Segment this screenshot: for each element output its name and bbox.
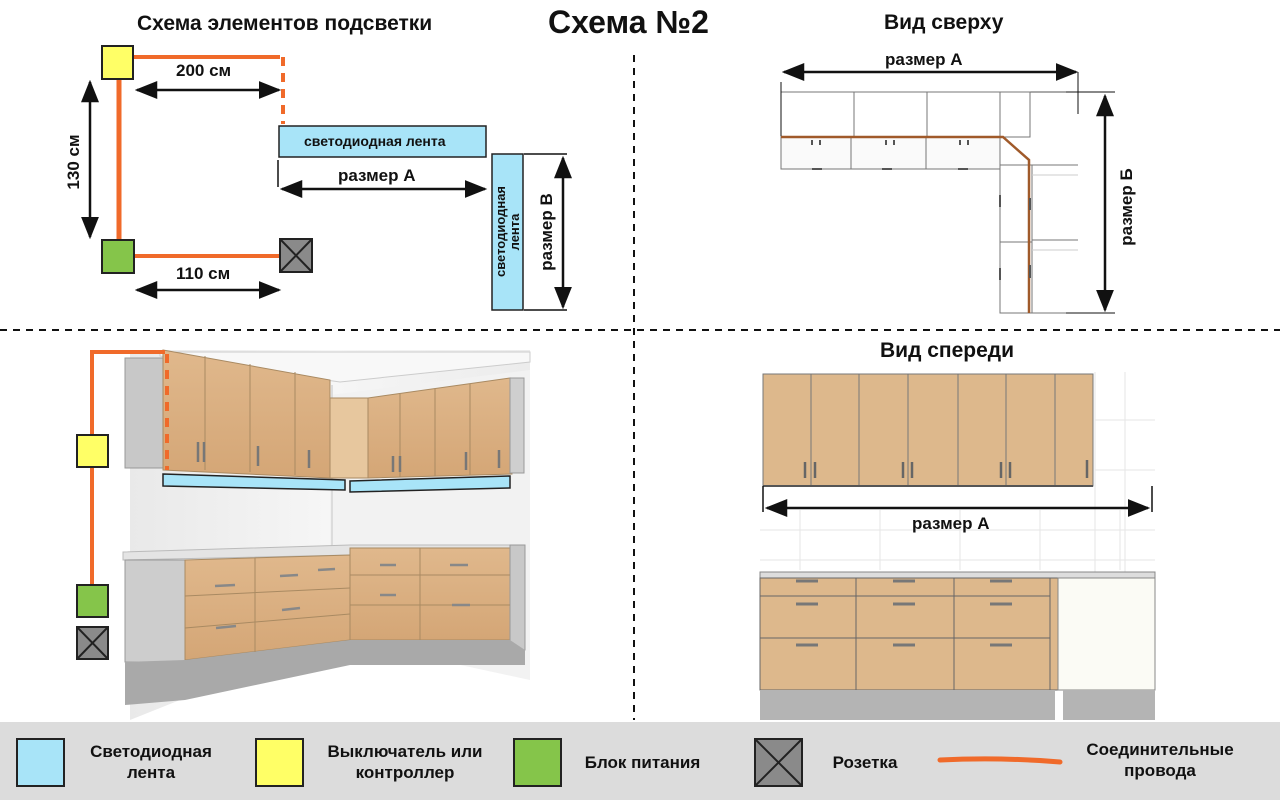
legend-socket-icon bbox=[754, 738, 803, 787]
led-strip-3d-right bbox=[349, 475, 511, 493]
switch-icon-3d bbox=[76, 434, 109, 468]
dim-label-130: 130 см bbox=[64, 134, 83, 190]
led-strip-vertical bbox=[491, 153, 524, 311]
legend-led-strip-label: Светодиодная лента bbox=[90, 742, 212, 782]
front-view-size-a: размер А bbox=[912, 514, 990, 533]
led-strip-horizontal-label: светодиодная лента bbox=[304, 133, 446, 149]
led-strip-horizontal bbox=[278, 125, 487, 158]
power-supply-icon-3d bbox=[76, 584, 109, 618]
switch-icon bbox=[101, 45, 134, 80]
dim-label-200: 200 см bbox=[176, 61, 232, 80]
legend-wire-icon bbox=[937, 756, 1063, 765]
legend-led-strip-icon bbox=[16, 738, 65, 787]
legend-power-icon bbox=[513, 738, 562, 787]
legend-wires-label: Соединительные провода bbox=[1086, 740, 1234, 780]
legend-switch-icon bbox=[255, 738, 304, 787]
legend-socket-label: Розетка bbox=[832, 753, 898, 772]
socket-icon bbox=[279, 238, 313, 273]
socket-icon-3d bbox=[76, 626, 109, 660]
schematic-diagram bbox=[81, 45, 572, 311]
front-view-title: Вид спереди bbox=[880, 339, 1015, 362]
top-view-drawing bbox=[780, 72, 1115, 314]
dim-label-110: 110 см bbox=[176, 264, 231, 283]
legend-swatches bbox=[16, 738, 1063, 787]
schematic-size-a: размер А bbox=[338, 166, 416, 185]
legend-power-label: Блок питания bbox=[584, 753, 701, 772]
schematic-size-b: размер В bbox=[537, 193, 556, 271]
power-supply-icon bbox=[101, 239, 135, 274]
front-view-drawing bbox=[759, 372, 1156, 720]
top-view-size-a: размер А bbox=[885, 50, 963, 69]
legend-switch-label: Выключатель или контроллер bbox=[327, 742, 483, 782]
top-view-title: Вид сверху bbox=[884, 11, 1004, 34]
page-title: Схема №2 bbox=[548, 4, 709, 40]
led-strip-3d-left bbox=[162, 473, 346, 491]
legend-panel: Светодиодная лента Выключатель или контр… bbox=[0, 722, 1280, 800]
led-strip-vertical-label: светодиодная лента bbox=[493, 185, 522, 277]
schematic-title: Схема элементов подсветки bbox=[137, 12, 433, 35]
kitchen-3d-illustration bbox=[76, 349, 531, 720]
top-view-size-b: размер Б bbox=[1117, 168, 1136, 246]
